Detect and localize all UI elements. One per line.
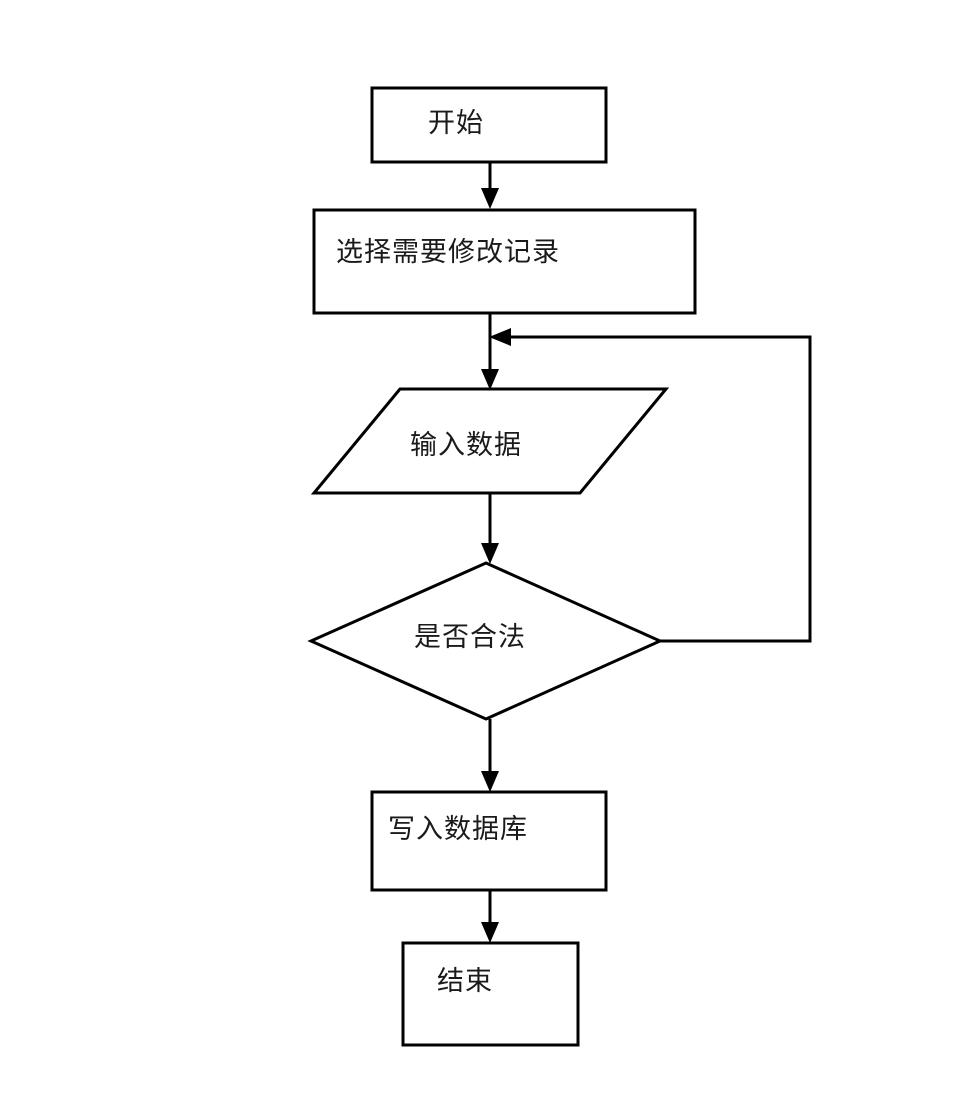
node-start-shape [370,86,608,164]
node-start-label: 开始 [428,108,484,138]
node-select-record-shape [312,208,697,315]
node-write-database-shape [370,790,608,892]
node-select-record-label: 选择需要修改记录 [336,237,560,267]
edge-is-valid-retry-loop [489,328,812,643]
edge-start-to-select-record [481,162,499,209]
edge-select-record-to-input-data [481,313,499,390]
node-input-data-shape [310,387,670,495]
edge-is-valid-to-write-database [481,719,499,792]
node-write-database-label: 写入数据库 [388,814,528,844]
node-end-label: 结束 [437,966,493,996]
node-is-valid-shape [307,561,664,721]
node-is-valid-label: 是否合法 [414,622,526,652]
edge-input-data-to-is-valid [481,493,499,564]
node-end-shape [401,941,580,1047]
node-input-data-label: 输入数据 [410,430,522,460]
edge-write-database-to-end [481,890,499,943]
